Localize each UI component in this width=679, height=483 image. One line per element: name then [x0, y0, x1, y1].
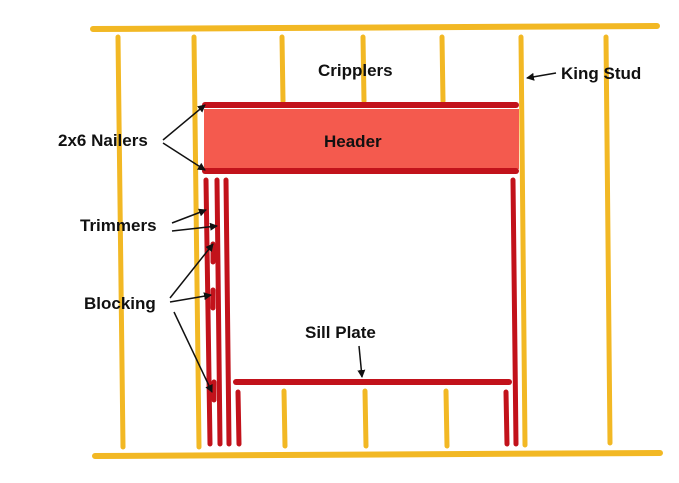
top-plate [90, 23, 660, 32]
label-nailers: 2x6 Nailers [58, 131, 148, 150]
label-trimmers: Trimmers [80, 216, 157, 235]
arrow-blocking-3 [173, 311, 213, 393]
stud [115, 34, 126, 450]
label-king-stud: King Stud [561, 64, 641, 83]
crippler-stud-lower [362, 388, 369, 449]
trimmer-right-short [503, 389, 510, 447]
label-blocking: Blocking [84, 294, 156, 313]
trimmer [223, 177, 232, 447]
short-trimmer [235, 389, 242, 447]
trimmer-right [510, 177, 519, 447]
arrow-sill-plate [357, 345, 366, 378]
arrow-blocking-2 [169, 292, 212, 303]
crippler-stud [439, 34, 446, 104]
arrow-trimmer-1 [171, 208, 207, 224]
arrow-nailer-top [162, 104, 206, 141]
arrow-trimmer-2 [171, 222, 218, 232]
arrow-nailer-bottom [162, 142, 206, 171]
crippler-stud [279, 34, 286, 104]
header-block [204, 109, 519, 169]
bottom-plate [92, 450, 663, 459]
arrow-blocking-1 [169, 243, 214, 299]
label-cripplers: Cripplers [318, 61, 393, 80]
trimmer [214, 177, 223, 447]
trimmer [203, 177, 213, 447]
arrow-king-stud [526, 72, 557, 81]
stud [191, 34, 202, 450]
crippler-stud [360, 34, 367, 104]
crippler-stud-lower [443, 388, 450, 449]
crippler-stud-lower [281, 388, 288, 449]
label-sill-plate: Sill Plate [305, 323, 376, 342]
label-header: Header [324, 132, 382, 151]
stud [603, 34, 613, 446]
king-stud [518, 34, 528, 448]
